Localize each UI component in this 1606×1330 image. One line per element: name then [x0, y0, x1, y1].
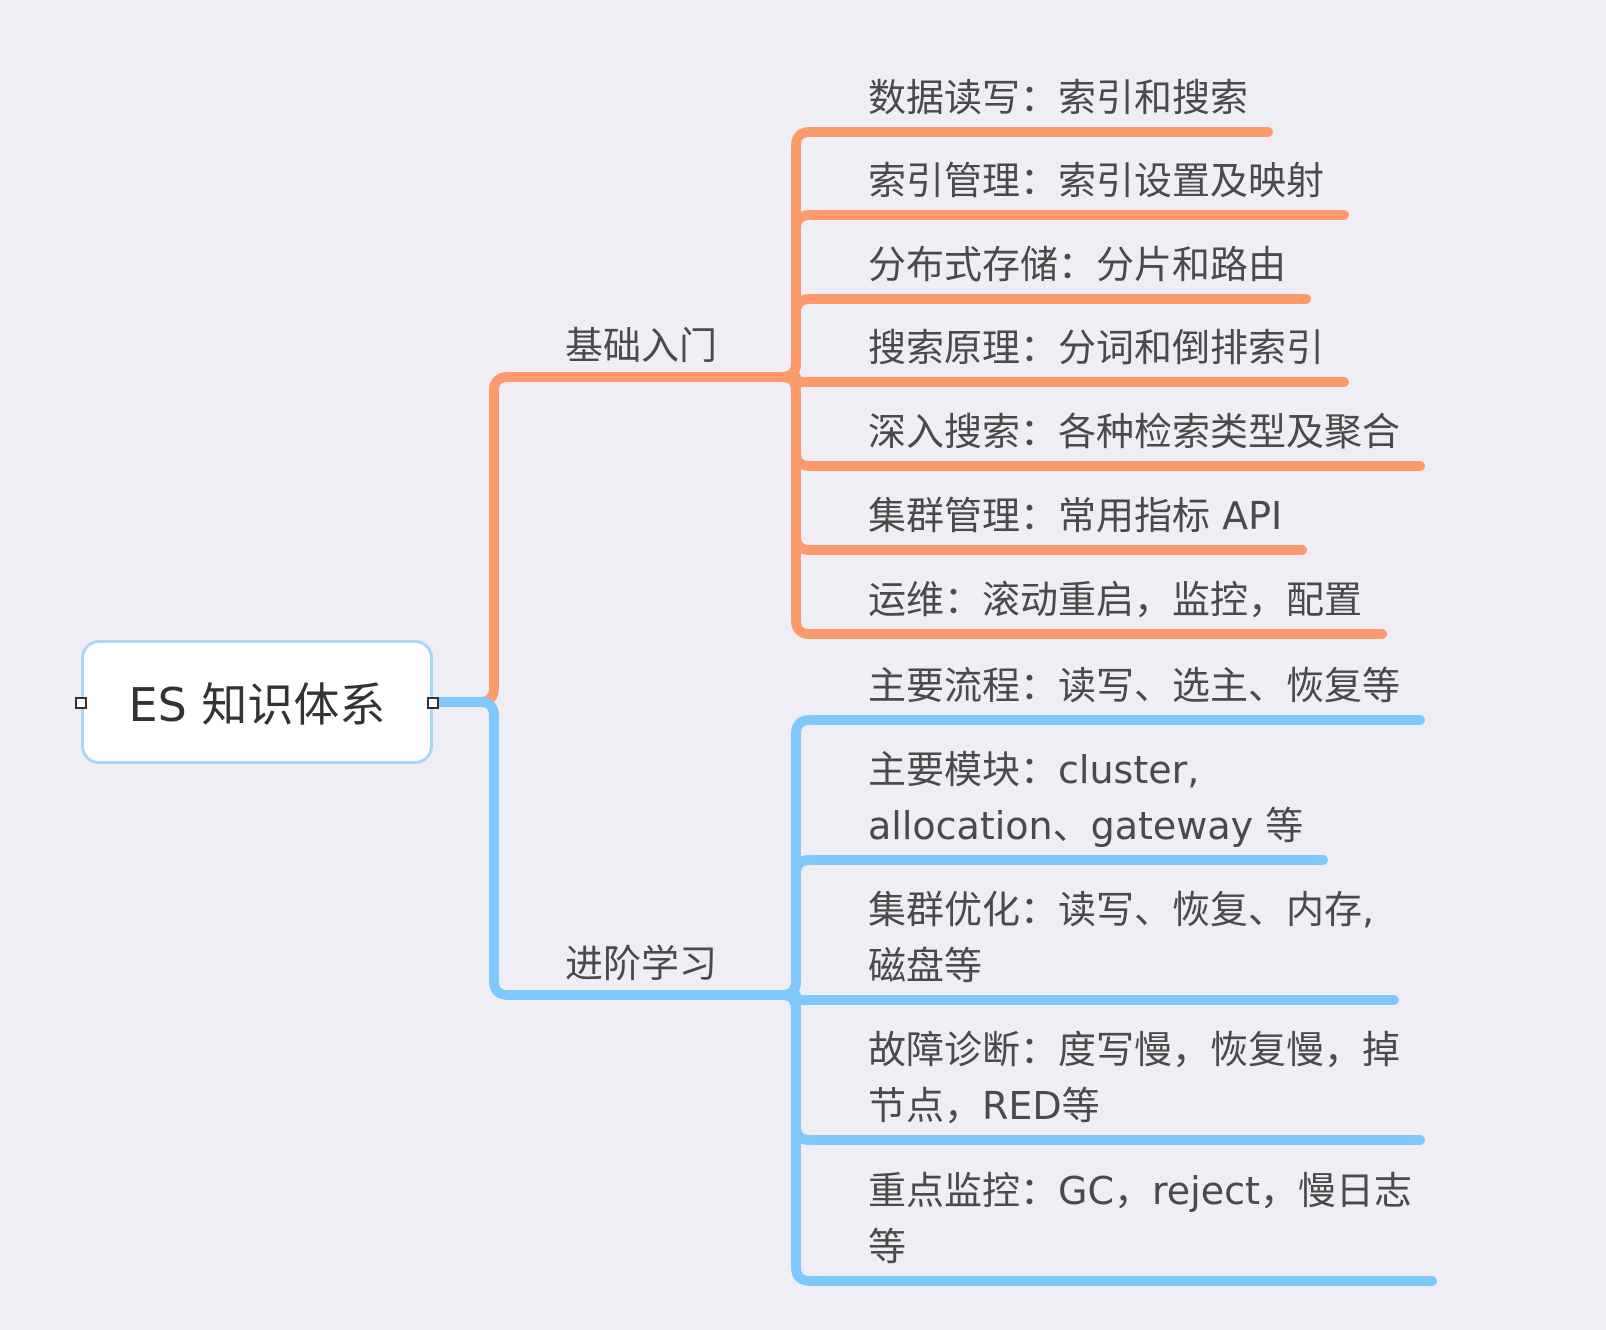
leaf-basics-6[interactable]: 集群管理：常用指标 API	[868, 488, 1282, 544]
leaf-basics-4[interactable]: 搜索原理：分词和倒排索引	[868, 320, 1324, 376]
leaf-basics-3[interactable]: 分布式存储：分片和路由	[868, 237, 1286, 293]
leaf-line: 主要流程：读写、选主、恢复等	[868, 664, 1401, 708]
root-right-handle[interactable]	[427, 697, 439, 709]
root-left-handle[interactable]	[75, 697, 87, 709]
leaf-advanced-2[interactable]: 主要模块：cluster, allocation、gateway 等	[868, 742, 1303, 854]
leaf-advanced-3[interactable]: 集群优化：读写、恢复、内存, 磁盘等	[868, 882, 1374, 994]
leaf-line: 深入搜索：各种检索类型及聚合	[868, 410, 1401, 454]
connector-basics-leaf-4	[732, 372, 1349, 387]
leaf-basics-5[interactable]: 深入搜索：各种检索类型及聚合	[868, 404, 1400, 460]
leaf-basics-7[interactable]: 运维：滚动重启，监控，配置	[868, 572, 1362, 628]
branch-basics[interactable]: 基础入门	[565, 324, 718, 368]
branch-advanced[interactable]: 进阶学习	[565, 942, 718, 986]
leaf-line: 索引管理：索引设置及映射	[868, 159, 1325, 203]
leaf-line: 磁盘等	[868, 944, 983, 988]
connector-root-to-advanced	[428, 697, 742, 1000]
connector-advanced-leaf-3	[732, 990, 1399, 1005]
leaf-line: 故障诊断：度写慢，恢复慢，掉	[868, 1028, 1401, 1072]
leaf-line: 搜索原理：分词和倒排索引	[868, 326, 1325, 370]
leaf-line: 重点监控：GC，reject，慢日志	[868, 1169, 1412, 1213]
leaf-advanced-5[interactable]: 重点监控：GC，reject，慢日志 等	[868, 1163, 1412, 1275]
leaf-advanced-4[interactable]: 故障诊断：度写慢，恢复慢，掉 节点，RED等	[868, 1022, 1400, 1134]
leaf-line: 等	[868, 1225, 907, 1269]
leaf-line: 运维：滚动重启，监控，配置	[868, 578, 1363, 622]
leaf-line: 分布式存储：分片和路由	[868, 243, 1287, 287]
leaf-basics-1[interactable]: 数据读写：索引和搜索	[868, 70, 1248, 126]
root-node-label: ES 知识体系	[128, 678, 386, 732]
leaf-line: allocation、gateway 等	[868, 804, 1304, 848]
leaf-line: 数据读写：索引和搜索	[868, 76, 1249, 120]
connector-advanced-leaf-5	[732, 990, 1437, 1286]
connector-basics-leaf-7	[732, 372, 1387, 639]
leaf-line: 节点，RED等	[868, 1084, 1100, 1128]
root-node[interactable]: ES 知识体系	[81, 640, 433, 764]
leaf-advanced-1[interactable]: 主要流程：读写、选主、恢复等	[868, 658, 1400, 714]
leaf-basics-2[interactable]: 索引管理：索引设置及映射	[868, 153, 1324, 209]
connector-root-to-basics	[428, 372, 742, 707]
leaf-line: 集群管理：常用指标 API	[868, 494, 1283, 538]
leaf-line: 主要模块：cluster,	[868, 748, 1200, 792]
leaf-line: 集群优化：读写、恢复、内存,	[868, 888, 1375, 932]
